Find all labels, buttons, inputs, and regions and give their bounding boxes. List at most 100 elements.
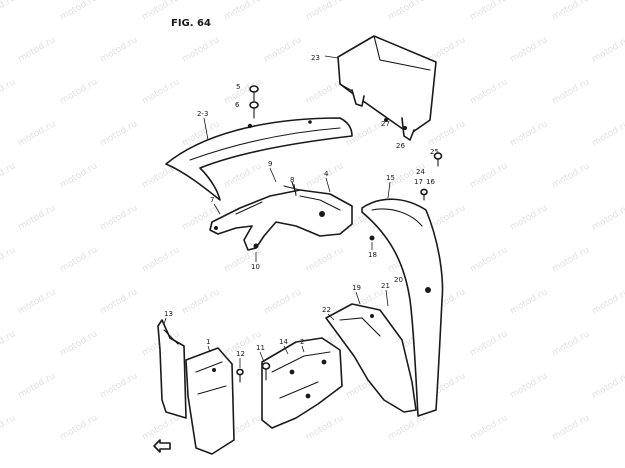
part-bolt-5 (249, 85, 259, 119)
part-bolt-11 (261, 362, 271, 381)
callout-11: 11 (256, 344, 265, 352)
part-bolt-17 (420, 188, 428, 201)
part-fender-bracket (209, 181, 353, 251)
callout-24: 24 (416, 168, 425, 176)
watermark-text: motod.ru (509, 203, 550, 232)
callout-19: 19 (352, 284, 361, 292)
watermark-text: motod.ru (305, 413, 346, 442)
watermark-text: motod.ru (551, 161, 592, 190)
watermark-text: motod.ru (387, 413, 428, 442)
callout-15: 15 (386, 174, 395, 182)
watermark-text: motod.ru (99, 287, 140, 316)
watermark-text: motod.ru (99, 119, 140, 148)
watermark-text: motod.ru (141, 413, 182, 442)
watermark-text: motod.ru (17, 371, 58, 400)
figure-title: FIG. 64 (171, 18, 211, 29)
watermark-text: motod.ru (263, 35, 304, 64)
watermark-text: motod.ru (17, 35, 58, 64)
part-front-fender (165, 117, 353, 201)
watermark-text: motod.ru (99, 203, 140, 232)
watermark-text: motod.ru (509, 287, 550, 316)
watermark-text: motod.ru (17, 203, 58, 232)
watermark-text: motod.ru (0, 0, 17, 23)
callout-10: 10 (251, 263, 260, 271)
callout-7: 7 (210, 196, 214, 204)
watermark-text: motod.ru (591, 371, 625, 400)
watermark-text: motod.ru (223, 0, 264, 23)
watermark-text: motod.ru (99, 371, 140, 400)
watermark-text: motod.ru (509, 371, 550, 400)
callout-16: 16 (426, 178, 435, 186)
watermark-text: motod.ru (509, 35, 550, 64)
watermark-text: motod.ru (59, 413, 100, 442)
watermark-text: motod.ru (181, 287, 222, 316)
callout-17: 17 (414, 178, 423, 186)
watermark-text: motod.ru (59, 329, 100, 358)
watermark-text: motod.ru (223, 161, 264, 190)
part-plate-14 (261, 337, 343, 429)
watermark-text: motod.ru (141, 245, 182, 274)
callout-2-3: 2-3 (197, 110, 208, 118)
watermark-text: motod.ru (551, 77, 592, 106)
watermark-text: motod.ru (591, 35, 625, 64)
callout-25: 25 (430, 148, 439, 156)
watermark-text: motod.ru (17, 287, 58, 316)
watermark-text: motod.ru (0, 77, 17, 106)
watermark-text: motod.ru (0, 413, 17, 442)
callout-21: 21 (381, 282, 390, 290)
callout-4: 4 (324, 170, 329, 178)
watermark-text: motod.ru (469, 0, 510, 23)
leader-lines (163, 55, 391, 368)
watermark-text: motod.ru (387, 0, 428, 23)
watermark-text: motod.ru (591, 287, 625, 316)
watermark-text: motod.ru (469, 161, 510, 190)
callout-5: 5 (236, 83, 240, 91)
watermark-text: motod.ru (59, 161, 100, 190)
watermark-text: motod.ru (99, 35, 140, 64)
callout-2: 2 (300, 338, 304, 346)
callout-20: 20 (394, 276, 403, 284)
part-seat-cover (337, 35, 437, 141)
watermark-text: motod.ru (17, 119, 58, 148)
watermark-text: motod.ru (551, 413, 592, 442)
watermark-text: motod.ru (141, 77, 182, 106)
part-bolt-12 (236, 368, 244, 383)
callout-27: 27 (381, 120, 390, 128)
callout-18: 18 (368, 251, 377, 259)
watermark-text: motod.ru (551, 329, 592, 358)
arrow-left-icon (153, 439, 171, 453)
watermark-text: motod.ru (469, 329, 510, 358)
part-bolt-25 (433, 152, 443, 167)
watermark-text: motod.ru (469, 245, 510, 274)
watermark-text: motod.ru (59, 245, 100, 274)
watermark-text: motod.ru (305, 0, 346, 23)
part-rear-fender (361, 198, 444, 417)
watermark-text: motod.ru (591, 203, 625, 232)
watermark-text: motod.ru (0, 245, 17, 274)
watermark-text: motod.ru (469, 413, 510, 442)
callout-14: 14 (279, 338, 288, 346)
watermark-text: motod.ru (181, 35, 222, 64)
watermark-text: motod.ru (591, 119, 625, 148)
watermark-text: motod.ru (263, 287, 304, 316)
part-bracket-13 (157, 319, 187, 419)
callout-labels: 2-3 5 6 23 27 26 25 9 8 4 7 10 15 24 17 … (164, 54, 439, 358)
watermark-text: motod.ru (469, 77, 510, 106)
part-mud-flap (325, 303, 417, 413)
callout-22: 22 (322, 306, 331, 314)
watermark-text: motod.ru (59, 0, 100, 23)
watermark-text: motod.ru (509, 119, 550, 148)
callout-1: 1 (206, 338, 210, 346)
callout-8: 8 (290, 176, 294, 184)
callout-9: 9 (268, 160, 272, 168)
callout-23: 23 (311, 54, 320, 62)
part-plate-1 (185, 347, 235, 455)
callout-6: 6 (235, 101, 240, 109)
callout-12: 12 (236, 350, 245, 358)
watermark-text: motod.ru (59, 77, 100, 106)
watermark-text: motod.ru (0, 329, 17, 358)
watermark-text: motod.ru (551, 0, 592, 23)
watermark-text: motod.ru (427, 119, 468, 148)
callout-13: 13 (164, 310, 173, 318)
